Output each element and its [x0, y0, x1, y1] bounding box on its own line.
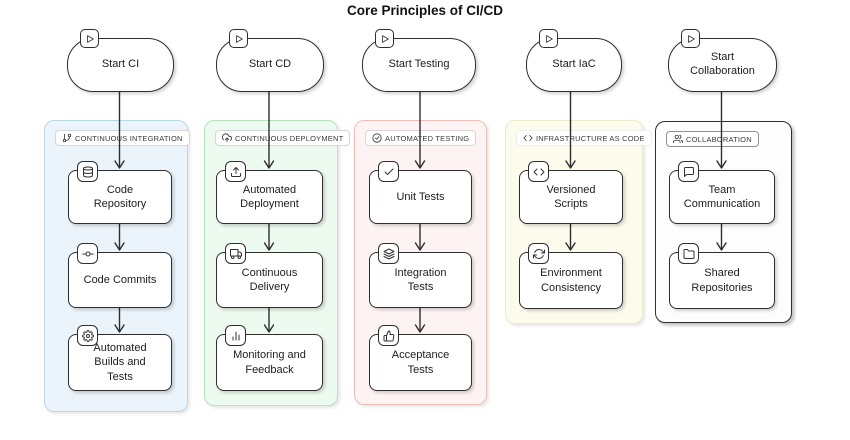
group-label: CONTINUOUS INTEGRATION: [75, 133, 183, 143]
node-acceptance-tests: Acceptance Tests: [369, 325, 472, 391]
start-node-label: Start Collaboration: [690, 51, 755, 77]
layers-icon: [378, 243, 399, 264]
node-automated-builds-and-tests: Automated Builds and Tests: [68, 325, 172, 391]
group-label-chip: CONTINUOUS DEPLOYMENT: [215, 130, 351, 146]
node-label: Unit Tests: [396, 190, 445, 203]
start-node-ci: Start CI: [67, 29, 174, 92]
play-icon: [539, 29, 558, 48]
chat-bubble-icon: [678, 161, 699, 182]
node-integration-tests: Integration Tests: [369, 243, 472, 308]
group-label-chip: INFRASTRUCTURE AS CODE: [516, 130, 652, 146]
start-node-label: Start Testing: [388, 58, 450, 71]
start-node-cd: Start CD: [216, 29, 324, 92]
code-icon: [523, 133, 533, 143]
node-monitoring-and-feedback: Monitoring and Feedback: [216, 325, 323, 391]
node-team-communication: Team Communication: [669, 161, 775, 224]
play-icon: [681, 29, 700, 48]
start-node-iac: Start IaC: [526, 29, 622, 92]
group-label-chip: COLLABORATION: [666, 131, 759, 147]
node-label: Continuous Delivery: [241, 266, 298, 293]
group-label-chip: CONTINUOUS INTEGRATION: [55, 130, 190, 146]
truck-icon: [225, 243, 246, 264]
check-circle-icon: [372, 133, 382, 143]
node-code-commits: Code Commits: [68, 243, 172, 308]
node-label: Monitoring and Feedback: [233, 349, 306, 376]
group-label: COLLABORATION: [686, 134, 752, 144]
node-code-repository: Code Repository: [68, 161, 172, 224]
gear-icon: [77, 325, 98, 346]
thumbs-up-icon: [378, 325, 399, 346]
group-label: CONTINUOUS DEPLOYMENT: [235, 133, 344, 143]
node-label: Team Communication: [683, 183, 761, 210]
cloud-upload-icon: [222, 133, 232, 143]
database-icon: [77, 161, 98, 182]
node-label: Acceptance Tests: [391, 349, 450, 376]
start-node-testing: Start Testing: [362, 29, 476, 92]
start-node-label: Start CI: [101, 58, 140, 71]
play-icon: [80, 29, 99, 48]
git-commit-icon: [77, 243, 98, 264]
node-automated-deployment: Automated Deployment: [216, 161, 323, 224]
node-versioned-scripts: Versioned Scripts: [519, 161, 623, 224]
start-node-label: Start CD: [248, 58, 292, 71]
bar-chart-icon: [225, 325, 246, 346]
group-label: INFRASTRUCTURE AS CODE: [536, 133, 645, 143]
node-unit-tests: Unit Tests: [369, 161, 472, 224]
code-icon: [528, 161, 549, 182]
play-icon: [229, 29, 248, 48]
node-shared-repositories: Shared Repositories: [669, 243, 775, 309]
node-label: Versioned Scripts: [546, 183, 596, 210]
folder-icon: [678, 243, 699, 264]
node-label: Automated Builds and Tests: [93, 342, 147, 383]
check-icon: [378, 161, 399, 182]
users-icon: [673, 134, 683, 144]
node-continuous-delivery: Continuous Delivery: [216, 243, 323, 308]
start-node-label: Start IaC: [552, 58, 596, 71]
play-icon: [375, 29, 394, 48]
diagram-title: Core Principles of CI/CD: [346, 3, 504, 18]
node-label: Code Commits: [83, 273, 157, 286]
start-node-collaboration: Start Collaboration: [668, 29, 777, 92]
node-label: Automated Deployment: [240, 183, 299, 210]
node-label: Integration Tests: [394, 266, 447, 293]
git-branch-icon: [62, 133, 72, 143]
upload-icon: [225, 161, 246, 182]
sync-icon: [528, 243, 549, 264]
node-environment-consistency: Environment Consistency: [519, 243, 623, 309]
node-label: Code Repository: [93, 183, 147, 210]
group-label: AUTOMATED TESTING: [385, 133, 470, 143]
node-label: Environment Consistency: [540, 267, 602, 294]
node-label: Shared Repositories: [691, 267, 753, 294]
